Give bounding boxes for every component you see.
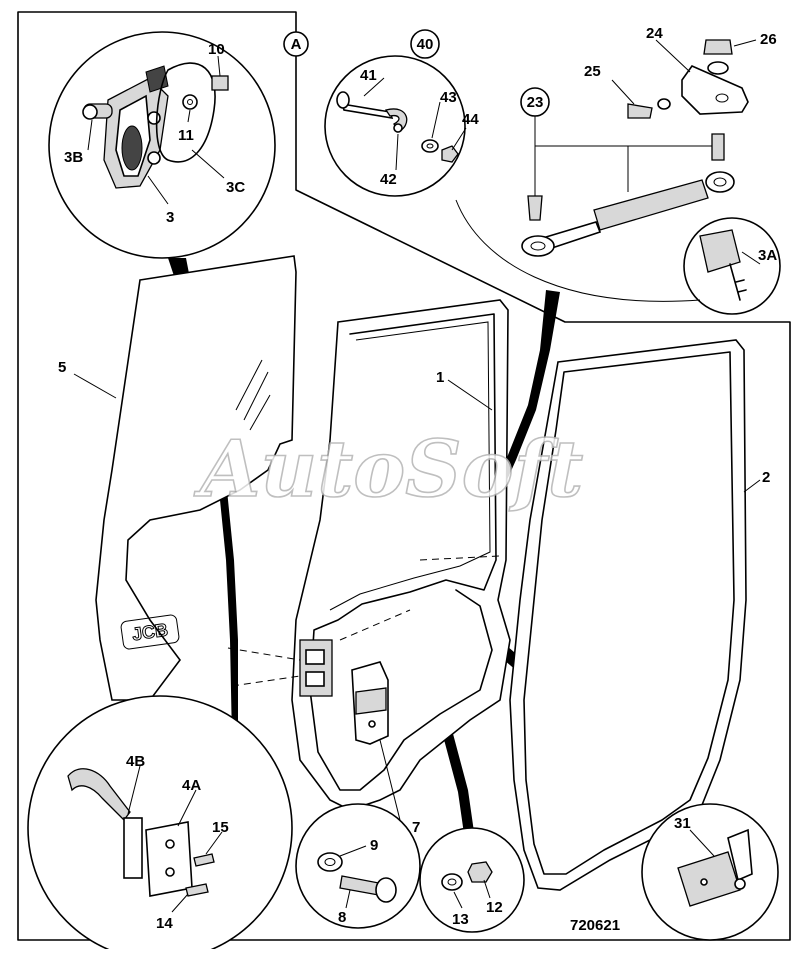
nut-parts bbox=[441, 861, 493, 891]
door-frame-outer bbox=[291, 299, 511, 811]
hinge-detail bbox=[67, 768, 215, 897]
door-handle-assembly bbox=[82, 65, 169, 189]
callout-23-leaders bbox=[534, 116, 719, 196]
label-15: 15 bbox=[212, 819, 229, 836]
door-seal bbox=[509, 339, 747, 891]
strut-bracket bbox=[627, 39, 749, 119]
glass-reflection bbox=[235, 359, 271, 431]
door-latch bbox=[351, 661, 389, 745]
callout-A-circle bbox=[283, 31, 309, 57]
label-10: 10 bbox=[208, 41, 225, 58]
leader-key bbox=[741, 251, 761, 265]
leaders-pin bbox=[363, 77, 467, 171]
callout-A: A bbox=[291, 36, 302, 53]
leader-band-top-right bbox=[492, 290, 560, 500]
label-24: 24 bbox=[646, 25, 663, 42]
pin-assembly bbox=[336, 91, 459, 163]
detail-circle-hinge bbox=[27, 695, 293, 954]
detail-circle-handle bbox=[48, 31, 276, 259]
label-41: 41 bbox=[360, 67, 377, 84]
handle-washer bbox=[182, 94, 198, 110]
glass-panel bbox=[95, 255, 297, 701]
label-12: 12 bbox=[486, 899, 503, 916]
door-frame-inner bbox=[309, 313, 497, 791]
leaders-hinge bbox=[127, 765, 223, 913]
label-44: 44 bbox=[462, 111, 479, 128]
door-glass-edge bbox=[329, 321, 491, 611]
label-7: 7 bbox=[412, 819, 420, 836]
label-8: 8 bbox=[338, 909, 346, 926]
gas-strut bbox=[521, 133, 735, 257]
label-9: 9 bbox=[370, 837, 378, 854]
label-3C: 3C bbox=[226, 179, 245, 196]
door-seal-inner bbox=[523, 351, 735, 875]
callout-23: 23 bbox=[527, 94, 544, 111]
label-42: 42 bbox=[380, 171, 397, 188]
leaders-handle bbox=[87, 55, 225, 205]
label-11: 11 bbox=[178, 127, 194, 144]
alignment-lines bbox=[227, 555, 501, 687]
door-hinge bbox=[299, 639, 333, 697]
leaders-bracket bbox=[611, 39, 757, 105]
leader-lock bbox=[689, 829, 715, 857]
leaders-nut bbox=[453, 879, 491, 909]
label-3: 3 bbox=[166, 209, 174, 226]
label-3A: 3A bbox=[758, 247, 777, 264]
label-3B: 3B bbox=[64, 149, 83, 166]
detail-circle-screw bbox=[295, 803, 421, 929]
handle-seal-ring bbox=[155, 62, 216, 163]
callout-40-circle bbox=[410, 29, 440, 59]
label-43: 43 bbox=[440, 89, 457, 106]
watermark: AutoSoft bbox=[193, 424, 583, 515]
key-icon bbox=[699, 229, 747, 301]
handle-screw bbox=[211, 75, 229, 91]
screw-parts bbox=[317, 852, 397, 903]
label-14: 14 bbox=[156, 915, 173, 932]
label-1: 1 bbox=[436, 369, 444, 386]
label-2: 2 bbox=[762, 469, 770, 486]
label-31: 31 bbox=[674, 815, 691, 832]
figure-number: 720621 bbox=[570, 917, 620, 934]
leaders-main bbox=[73, 373, 761, 821]
lock-catch bbox=[677, 828, 753, 907]
callout-40: 40 bbox=[417, 36, 434, 53]
label-13: 13 bbox=[452, 911, 469, 928]
label-25: 25 bbox=[584, 63, 601, 80]
label-4A: 4A bbox=[182, 777, 201, 794]
strut-sweep-arc bbox=[455, 199, 701, 302]
label-5: 5 bbox=[58, 359, 66, 376]
label-4B: 4B bbox=[126, 753, 145, 770]
leaders-screw bbox=[339, 845, 367, 909]
leader-band-center bbox=[398, 620, 476, 848]
label-26: 26 bbox=[760, 31, 777, 48]
